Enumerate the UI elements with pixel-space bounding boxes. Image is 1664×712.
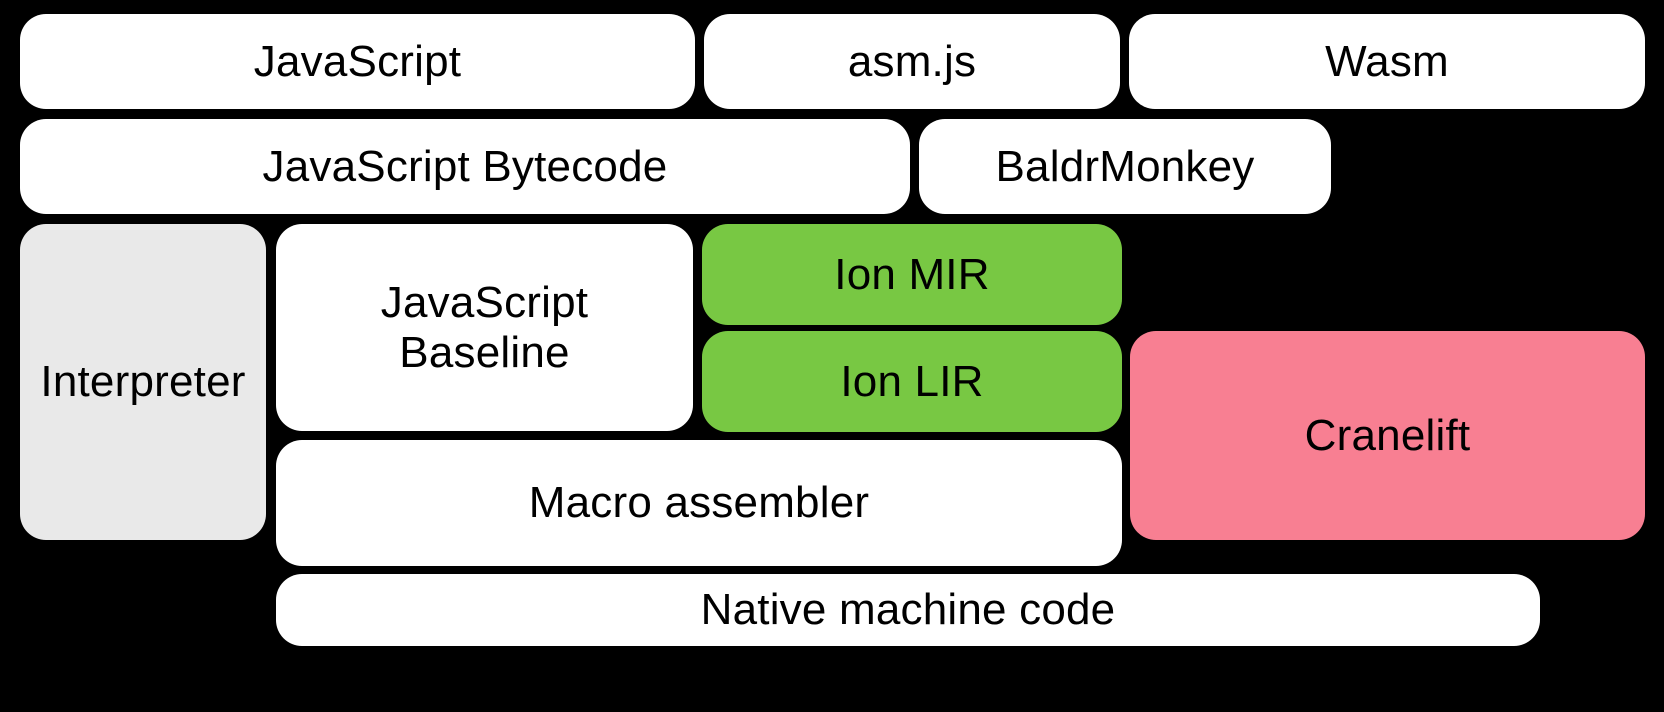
node-interpreter[interactable]: Interpreter <box>20 224 266 540</box>
node-macro-assembler[interactable]: Macro assembler <box>276 440 1122 566</box>
node-javascript[interactable]: JavaScript <box>20 14 695 109</box>
node-ion-mir[interactable]: Ion MIR <box>702 224 1122 325</box>
node-ion-lir[interactable]: Ion LIR <box>702 331 1122 432</box>
node-asm-js[interactable]: asm.js <box>704 14 1120 109</box>
node-native-machine-code[interactable]: Native machine code <box>276 574 1540 646</box>
node-cranelift[interactable]: Cranelift <box>1130 331 1645 540</box>
node-javascript-bytecode[interactable]: JavaScript Bytecode <box>20 119 910 214</box>
node-wasm[interactable]: Wasm <box>1129 14 1645 109</box>
node-baldrmonkey[interactable]: BaldrMonkey <box>919 119 1331 214</box>
node-javascript-baseline[interactable]: JavaScript Baseline <box>276 224 693 431</box>
